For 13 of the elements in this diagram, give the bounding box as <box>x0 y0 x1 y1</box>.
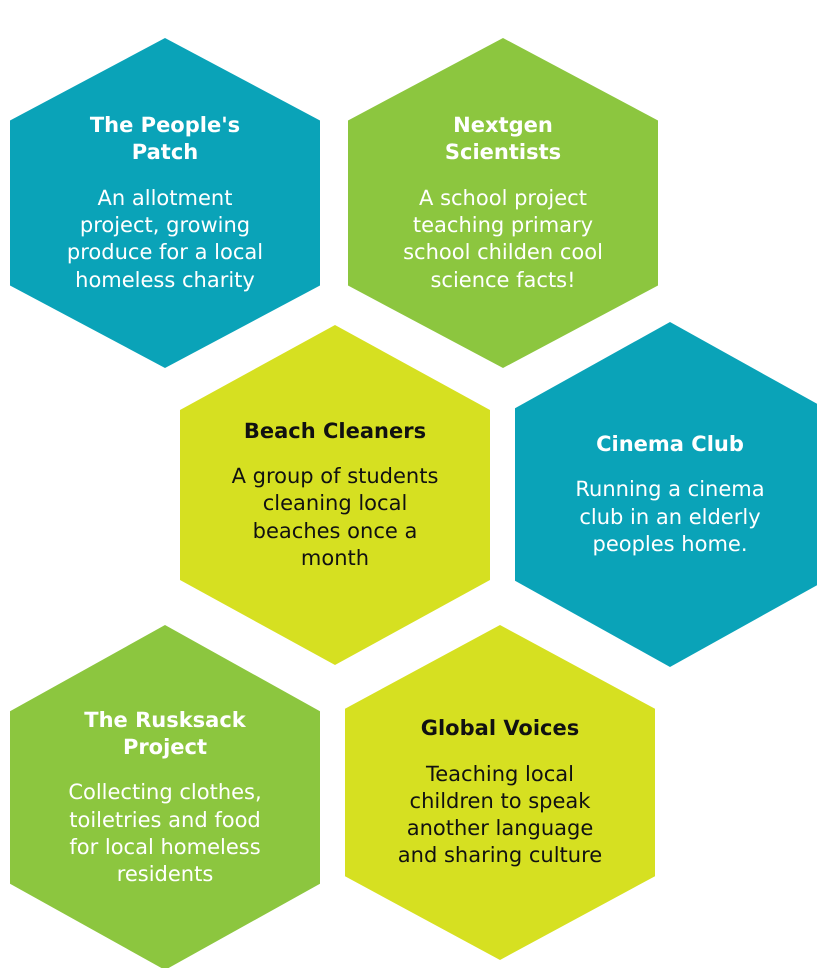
hexagon-description: Teaching local children to speak another language and sharing culture <box>396 760 604 870</box>
hexagon-heading: Cinema Club <box>596 430 744 458</box>
hexagon-heading: Nextgen Scientists <box>444 112 562 166</box>
hexagon-heading: Global Voices <box>420 715 580 742</box>
hexagon-description: A group of students cleaning local beaches once a month <box>230 463 440 572</box>
hexagon-tile <box>10 625 320 968</box>
hexagon-heading: The People's Patch <box>88 112 242 166</box>
hexagon-description: Collecting clothes, toiletries and food for local homeless residents <box>67 779 263 888</box>
hexagon-heading: Beach Cleaners <box>244 418 426 445</box>
hexagon-heading: The Rusksack Project <box>83 706 247 761</box>
hexagon-description: A school project teaching primary school childen cool science facts! <box>402 184 604 294</box>
hexagon-description: An allotment project, growing produce for a local homeless charity <box>66 184 264 294</box>
hexagon-description: Running a cinema club in an elderly peoples home. <box>574 476 766 558</box>
